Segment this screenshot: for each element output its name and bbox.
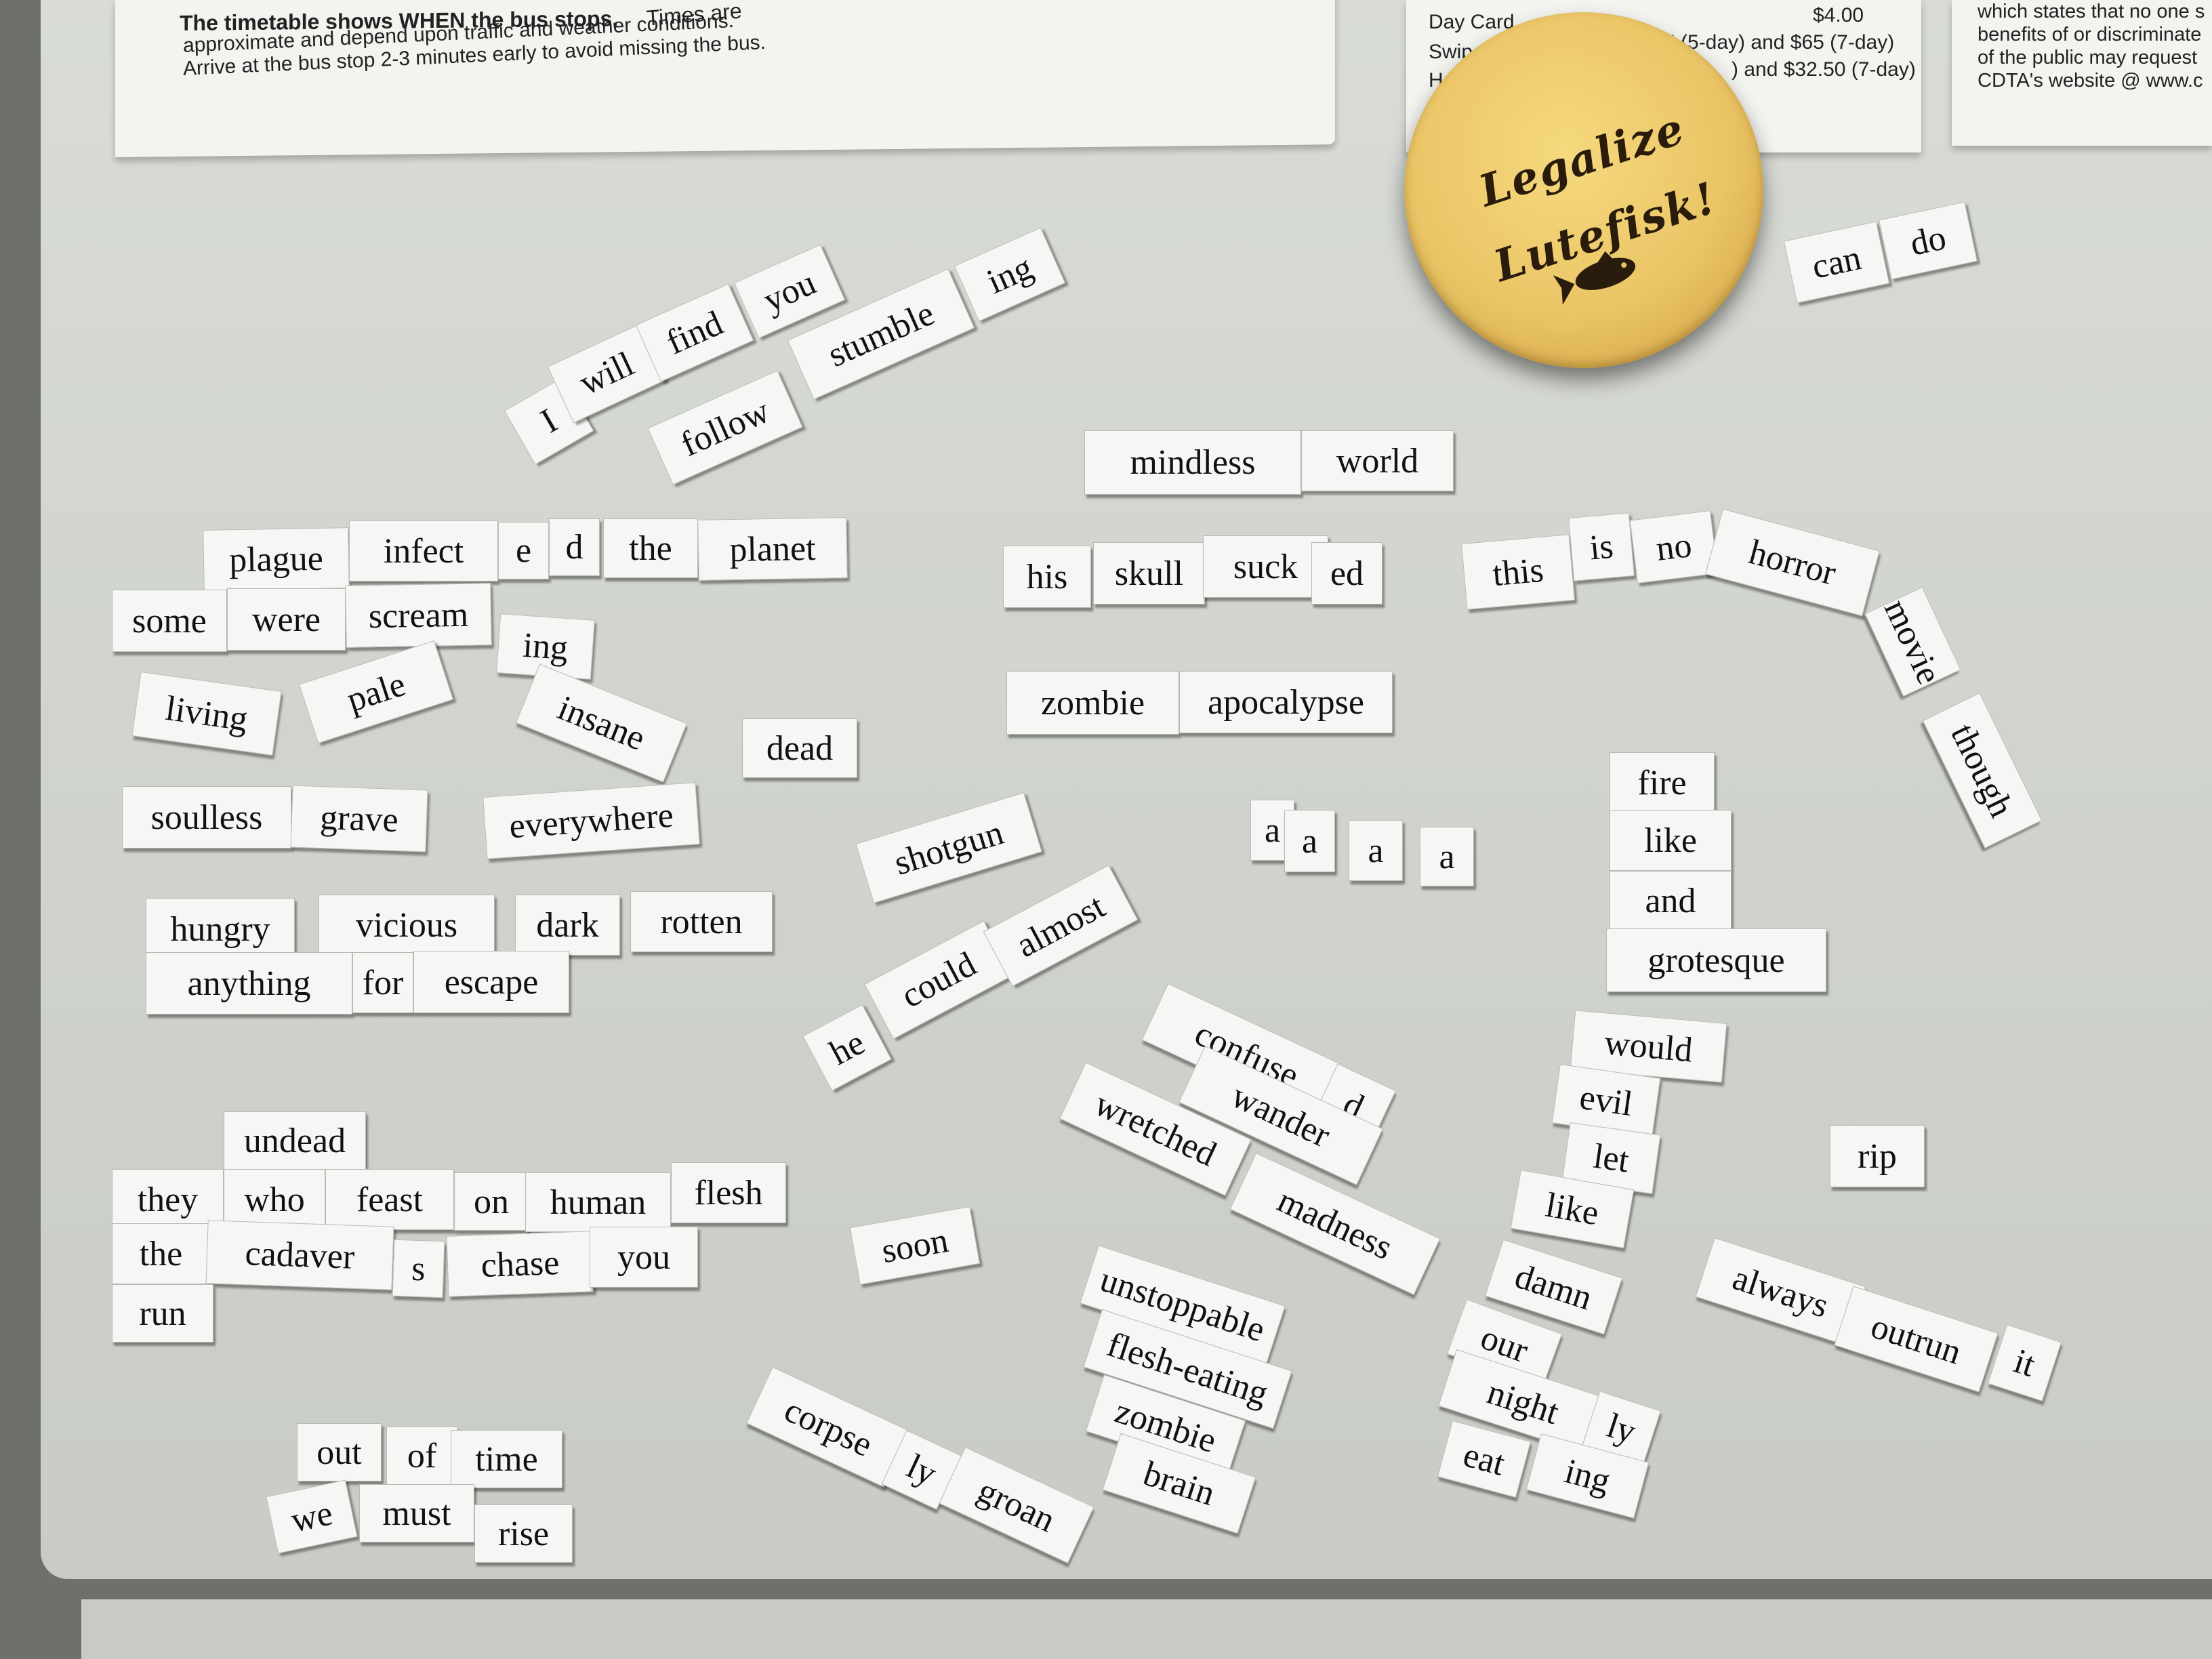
word-magnet[interactable]: a: [1284, 810, 1335, 872]
word-magnet[interactable]: like: [1610, 810, 1732, 871]
word-magnet[interactable]: planet: [697, 517, 848, 581]
legalize-lutefisk-button-pin: Legalize Lutefisk!: [1404, 12, 1763, 368]
word-magnet[interactable]: they: [112, 1169, 224, 1230]
word-magnet[interactable]: his: [1003, 546, 1091, 608]
word-magnet[interactable]: and: [1610, 871, 1732, 930]
notice-paper: which states that no one s benefits of o…: [1952, 0, 2212, 146]
word-magnet[interactable]: ed: [1311, 542, 1382, 605]
bus-timetable-paper: The timetable shows WHEN the bus stops. …: [115, 0, 1335, 158]
word-magnet[interactable]: is: [1568, 512, 1635, 581]
word-magnet[interactable]: of: [386, 1427, 457, 1485]
word-magnet[interactable]: vicious: [319, 895, 495, 956]
word-magnet[interactable]: cadaver: [205, 1220, 394, 1290]
word-magnet[interactable]: the: [112, 1223, 210, 1284]
word-magnet[interactable]: zombie: [1006, 671, 1179, 735]
notice-line-4: CDTA's website @ www.c: [1978, 70, 2203, 91]
word-magnet[interactable]: run: [112, 1284, 213, 1343]
word-magnet[interactable]: plague: [203, 527, 350, 591]
word-magnet[interactable]: chase: [446, 1231, 594, 1297]
word-magnet[interactable]: rotten: [630, 891, 773, 952]
word-magnet[interactable]: anything: [146, 952, 352, 1015]
word-magnet[interactable]: feast: [325, 1169, 454, 1230]
refrigerator-lower-door: [81, 1599, 2212, 1659]
notice-line-3: of the public may request: [1978, 47, 2198, 68]
word-magnet[interactable]: dark: [515, 895, 620, 956]
word-magnet[interactable]: fire: [1610, 752, 1715, 813]
fare-row-2-price: 5 (5-day) and $65 (7-day): [1664, 31, 1895, 54]
word-magnet[interactable]: soulless: [122, 786, 291, 848]
word-magnet[interactable]: apocalypse: [1179, 671, 1393, 733]
word-magnet[interactable]: mindless: [1084, 430, 1301, 495]
word-magnet[interactable]: human: [525, 1172, 671, 1232]
word-magnet[interactable]: dead: [742, 718, 857, 778]
word-magnet[interactable]: infect: [349, 520, 498, 581]
notice-line-1: which states that no one s: [1978, 1, 2205, 22]
word-magnet[interactable]: this: [1461, 534, 1575, 610]
fare-row-1-price: $4.00: [1813, 4, 1864, 26]
word-magnet[interactable]: d: [549, 518, 600, 576]
word-magnet[interactable]: time: [451, 1430, 562, 1488]
word-magnet[interactable]: hungry: [146, 898, 295, 960]
word-magnet[interactable]: suck: [1203, 535, 1328, 598]
word-magnet[interactable]: e: [498, 522, 549, 579]
word-magnet[interactable]: rip: [1830, 1125, 1925, 1187]
word-magnet[interactable]: you: [590, 1227, 698, 1288]
word-magnet[interactable]: a: [1420, 827, 1474, 886]
word-magnet[interactable]: flesh: [671, 1162, 786, 1223]
word-magnet[interactable]: rise: [474, 1504, 573, 1563]
word-magnet[interactable]: escape: [413, 951, 569, 1013]
word-magnet[interactable]: skull: [1093, 542, 1205, 605]
fare-row-3-price: ) and $32.50 (7-day): [1732, 58, 1916, 81]
word-magnet[interactable]: for: [352, 952, 413, 1013]
word-magnet[interactable]: s: [392, 1239, 445, 1298]
notice-line-2: benefits of or discriminate: [1978, 24, 2202, 45]
fish-icon: [1553, 251, 1636, 305]
word-magnet[interactable]: were: [227, 588, 346, 651]
word-magnet[interactable]: the: [603, 518, 698, 578]
word-magnet[interactable]: scream: [345, 583, 492, 648]
word-magnet[interactable]: must: [359, 1484, 474, 1542]
word-magnet[interactable]: grotesque: [1606, 928, 1826, 992]
word-magnet[interactable]: a: [1349, 820, 1403, 881]
word-magnet[interactable]: who: [224, 1169, 325, 1230]
word-magnet[interactable]: world: [1301, 430, 1454, 491]
word-magnet[interactable]: on: [454, 1172, 529, 1231]
word-magnet[interactable]: some: [112, 590, 227, 652]
word-magnet[interactable]: out: [297, 1423, 382, 1481]
fare-row-1-label: Day Card: [1429, 11, 1515, 33]
word-magnet[interactable]: grave: [290, 785, 428, 853]
word-magnet[interactable]: undead: [224, 1111, 366, 1170]
